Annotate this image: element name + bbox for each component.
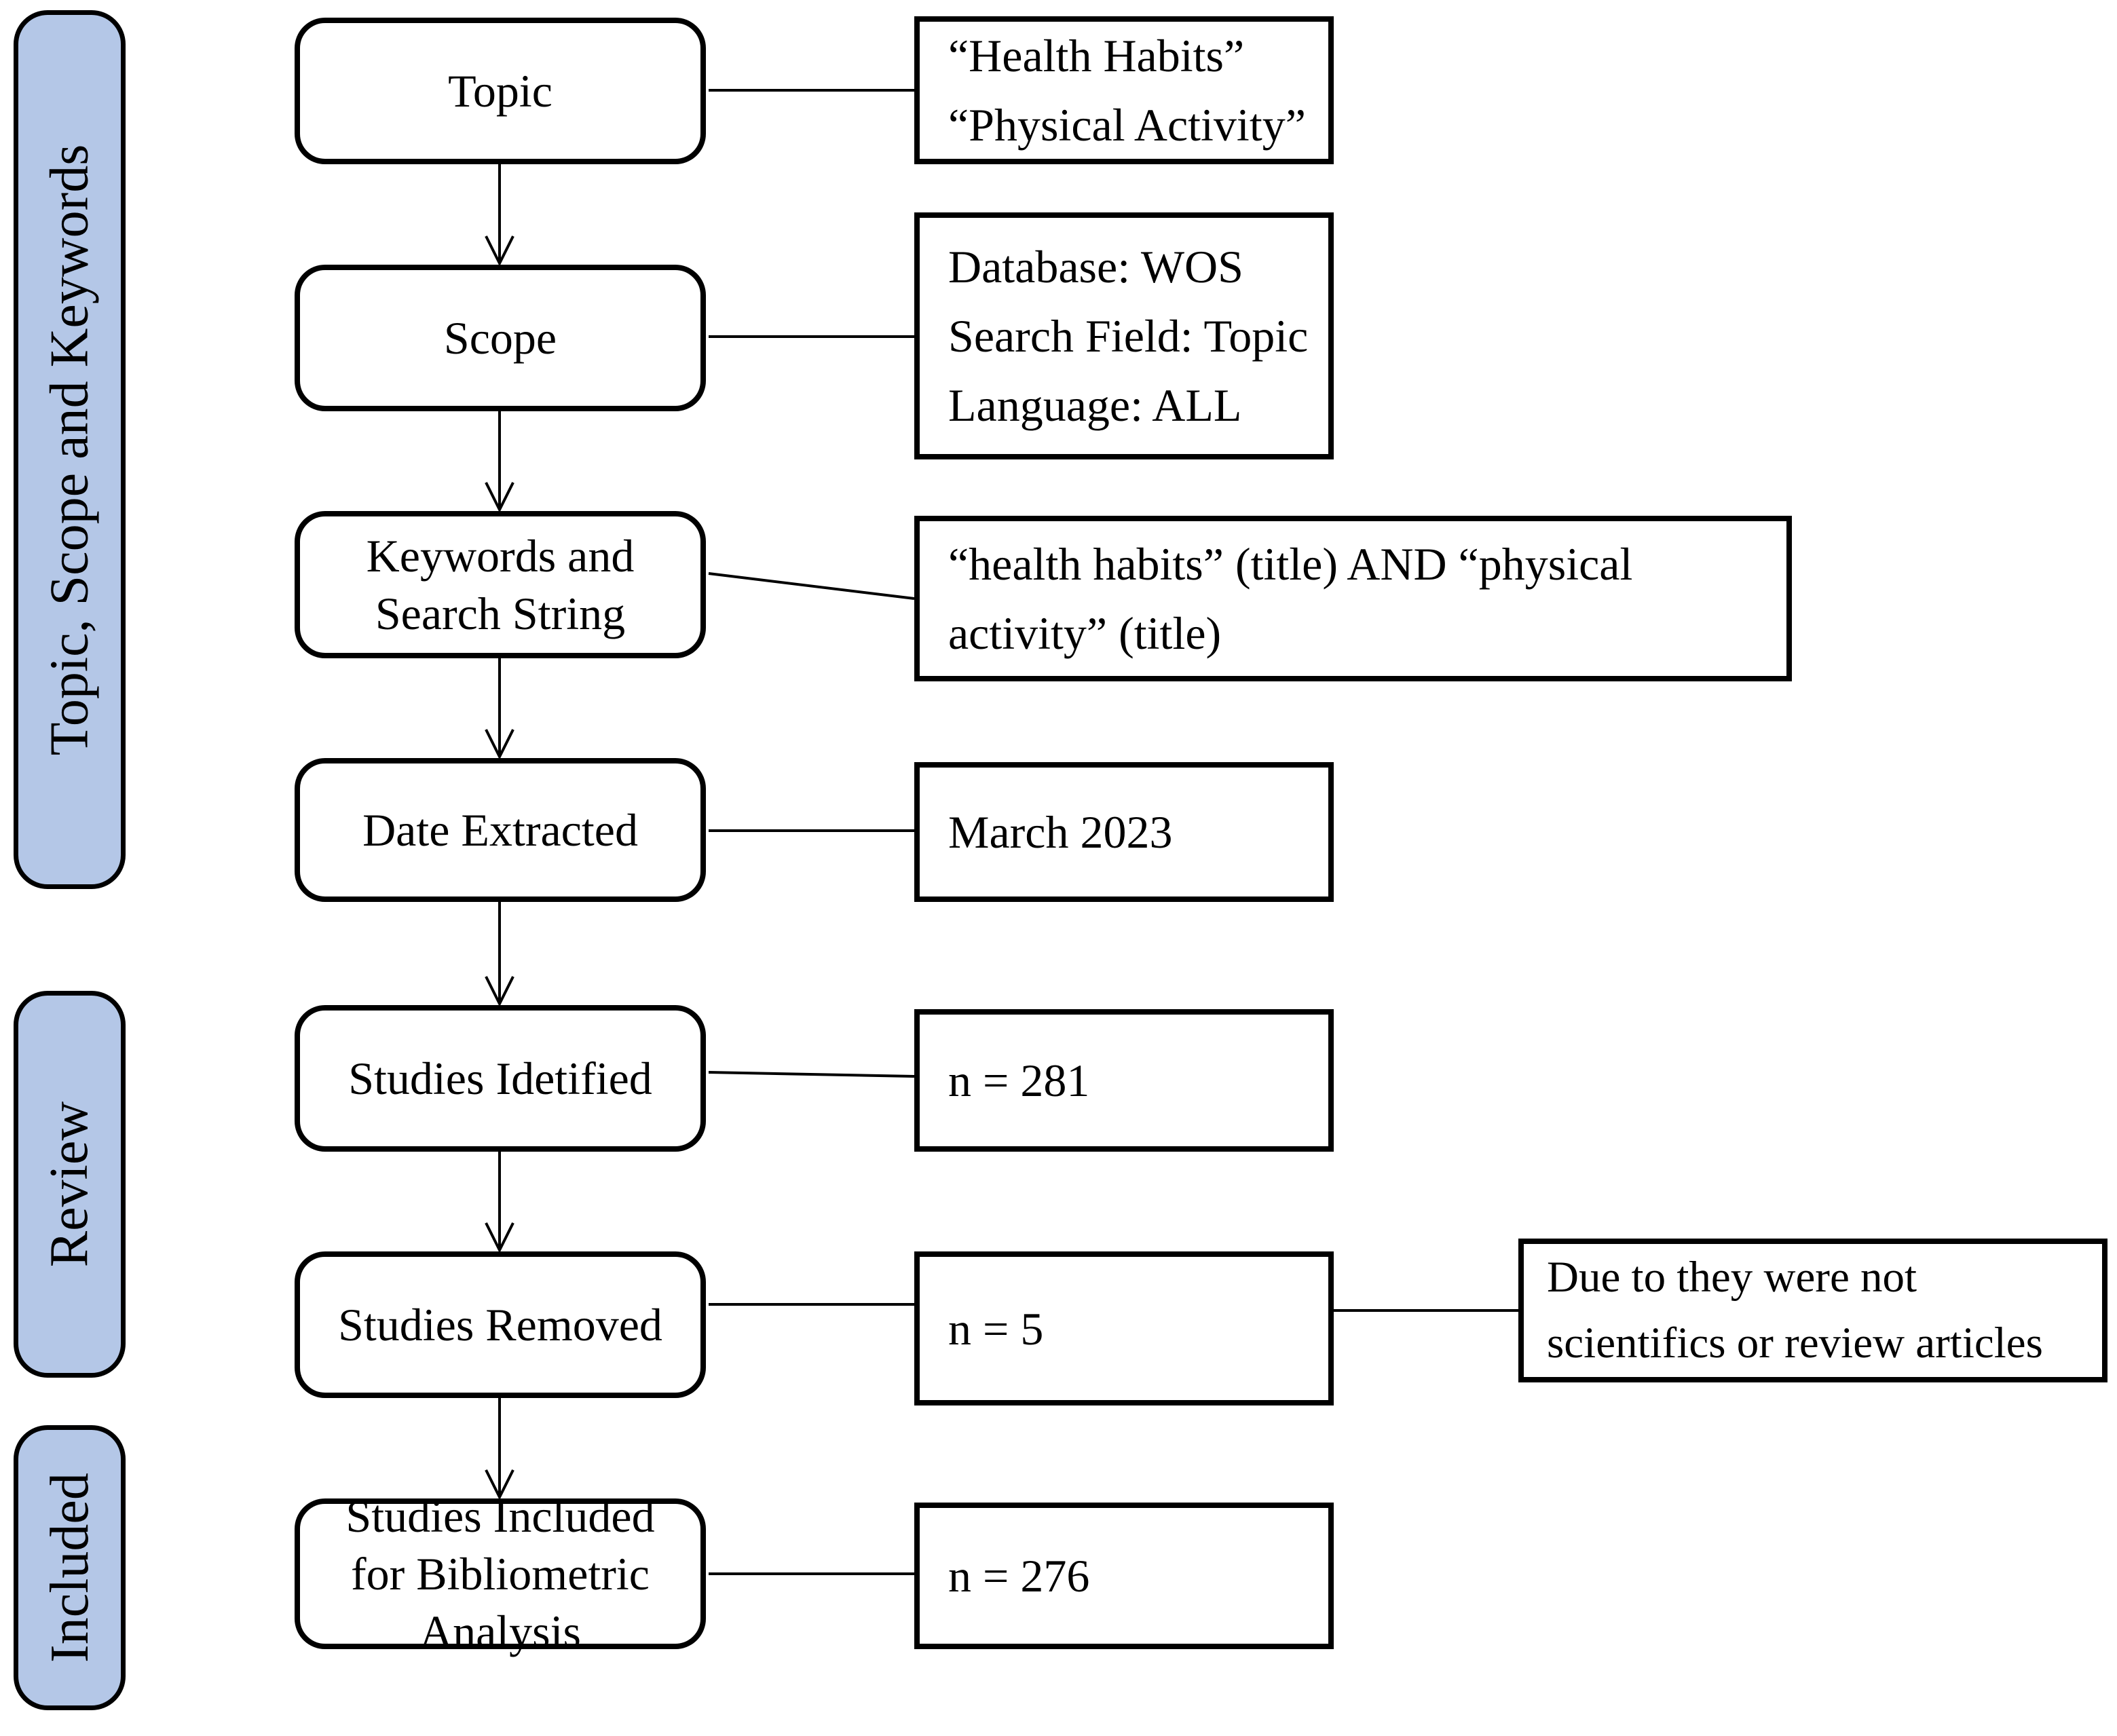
step-label-date-extracted: Date Extracted [362, 804, 638, 856]
detail-box-search-string: “health habits” (title) AND “physical ac… [914, 516, 1792, 681]
step-label-studies-identified: Studies Idetified [348, 1052, 652, 1104]
detail-text-topic-terms: “Health Habits” “Physical Activity” [948, 30, 1306, 151]
step-box-topic: Topic [295, 18, 706, 164]
stage-label-review: Review [39, 1101, 100, 1268]
step-label-studies-included: Studies Included for Bibliometric Analys… [345, 1490, 655, 1657]
stage-band-included: Included [14, 1425, 126, 1710]
stage-band-topic-scope-keywords: Topic, Scope and Keywords [14, 10, 126, 889]
step-box-studies-removed: Studies Removed [295, 1251, 706, 1398]
step-box-date-extracted: Date Extracted [295, 758, 706, 902]
detail-text-date-extracted: March 2023 [948, 806, 1173, 858]
note-box-removal-reason: Due to they were not scientifics or revi… [1518, 1239, 2107, 1382]
step-label-keywords-search-string: Keywords and Search String [366, 529, 635, 639]
step-label-scope: Scope [443, 312, 557, 364]
step-box-scope: Scope [295, 265, 706, 411]
step-label-studies-removed: Studies Removed [338, 1298, 662, 1351]
note-text-removal-reason: Due to they were not scientifics or revi… [1547, 1252, 2043, 1368]
stage-label-topic-scope-keywords: Topic, Scope and Keywords [39, 144, 100, 755]
detail-box-n-included: n = 276 [914, 1503, 1334, 1649]
detail-text-search-string: “health habits” (title) AND “physical ac… [948, 538, 1633, 659]
detail-text-n-removed: n = 5 [948, 1302, 1044, 1355]
detail-box-topic-terms: “Health Habits” “Physical Activity” [914, 16, 1334, 164]
step-label-topic: Topic [448, 64, 552, 117]
stage-band-review: Review [14, 991, 126, 1378]
detail-text-scope: Database: WOS Search Field: Topic Langua… [948, 241, 1309, 431]
step-box-keywords-search-string: Keywords and Search String [295, 511, 706, 658]
stage-label-included: Included [39, 1473, 100, 1663]
step-box-studies-included: Studies Included for Bibliometric Analys… [295, 1490, 706, 1657]
detail-box-date-extracted: March 2023 [914, 762, 1334, 902]
detail-box-scope: Database: WOS Search Field: Topic Langua… [914, 212, 1334, 459]
step-box-studies-identified: Studies Idetified [295, 1005, 706, 1152]
detail-box-n-identified: n = 281 [914, 1009, 1334, 1152]
detail-text-n-identified: n = 281 [948, 1055, 1090, 1106]
detail-box-n-removed: n = 5 [914, 1251, 1334, 1405]
detail-text-n-included: n = 276 [948, 1550, 1090, 1602]
